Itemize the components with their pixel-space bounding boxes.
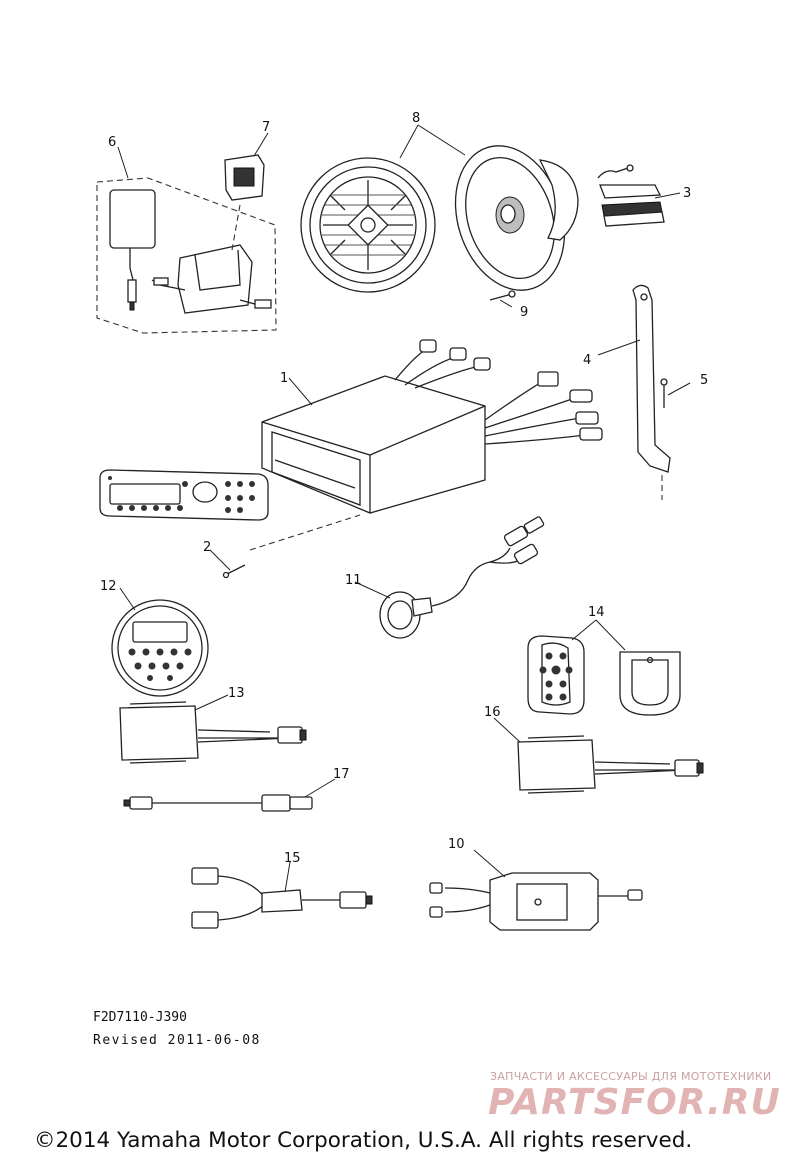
part-10-box	[429, 872, 643, 931]
part-7-sensor	[224, 154, 265, 251]
callout-8: 8	[412, 111, 420, 126]
callout-16: 16	[484, 705, 501, 720]
part-6-remote-kit	[96, 177, 277, 334]
part-11-aux-input	[379, 516, 545, 639]
callout-3: 3	[683, 186, 691, 201]
part-4-bracket	[632, 284, 671, 500]
copyright-notice: ©2014 Yamaha Motor Corporation, U.S.A. A…	[34, 1128, 693, 1153]
revision-date: Revised 2011-06-08	[93, 1033, 261, 1048]
callout-15: 15	[284, 851, 301, 866]
callout-12: 12	[100, 579, 117, 594]
part-16-module	[517, 735, 704, 794]
part-15-y-harness	[191, 867, 373, 929]
part-13-module	[119, 701, 307, 764]
diagram-code: F2D7110-J390	[93, 1010, 187, 1025]
callout-7: 7	[262, 120, 270, 135]
callout-4: 4	[583, 353, 591, 368]
part-1-radio-unit	[99, 339, 603, 551]
part-5-screw	[660, 378, 668, 408]
leader-lines	[117, 124, 691, 893]
part-9-screw	[489, 290, 516, 301]
callout-17: 17	[333, 767, 350, 782]
watermark-tagline: ЗАПЧАСТИ И АКСЕССУАРЫ ДЛЯ МОТОТЕХНИКИ	[490, 1070, 772, 1083]
callout-2: 2	[203, 540, 211, 555]
callout-1: 1	[280, 371, 288, 386]
part-12-round-display	[111, 599, 209, 697]
callout-9: 9	[520, 305, 528, 320]
part-2-screw	[222, 564, 246, 579]
part-14-remote-holder	[527, 635, 681, 716]
callout-10: 10	[448, 837, 465, 852]
part-3-wire-harness-clip	[597, 164, 665, 227]
watermark-logo: PARTSFOR.RU	[488, 1082, 781, 1123]
part-17-cable	[123, 794, 313, 812]
part-8-speaker	[300, 145, 579, 293]
callout-5: 5	[700, 373, 708, 388]
callout-14: 14	[588, 605, 605, 620]
callout-6: 6	[108, 135, 116, 150]
callout-11: 11	[345, 573, 362, 588]
callout-numbers: 6 7 8 3 9 4 5 1 2 11 12 13 14 16 17 15 1…	[100, 111, 708, 866]
callout-13: 13	[228, 686, 245, 701]
